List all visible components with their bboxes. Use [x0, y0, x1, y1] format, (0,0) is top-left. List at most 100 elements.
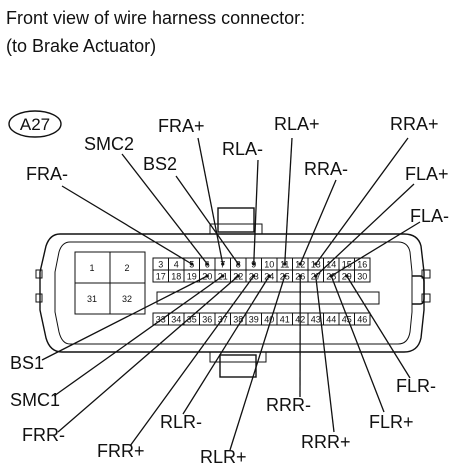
label-flr-plus: FLR+: [369, 412, 414, 432]
label-bs2: BS2: [143, 154, 177, 174]
pin-labels: SMC2FRA+RLA+RRA+FRA-BS2RLA-RRA-FLA+FLA-B…: [10, 114, 449, 467]
connector-id: A27: [20, 115, 50, 134]
leader-13-3: [315, 137, 409, 265]
pin-35: 35: [187, 315, 197, 325]
pin-44: 44: [326, 315, 336, 325]
leader-dot-23-13: [252, 274, 256, 278]
pin-3: 3: [158, 260, 163, 270]
leader-dot-20-10: [205, 274, 209, 278]
leader-9-6: [253, 159, 259, 265]
left-ear-bottom: [35, 293, 43, 303]
leader-dot-27-17: [314, 274, 318, 278]
leader-27-8: [315, 183, 415, 277]
leader-dot-28-18: [329, 274, 333, 278]
pin-32: 32: [122, 294, 132, 304]
leader-8-5: [175, 175, 239, 265]
leader-dot-7-1: [221, 262, 225, 266]
pin-cell-46: [354, 312, 371, 326]
pin-40: 40: [264, 315, 274, 325]
label-bs1: BS1: [10, 353, 44, 373]
leader-28-9: [330, 221, 421, 277]
label-rla-plus: RLA+: [274, 114, 320, 134]
inner-housing: [54, 241, 413, 345]
leader-dot-5-4: [190, 262, 194, 266]
leader-dot-22-12: [236, 274, 240, 278]
bottom-latch: [219, 354, 257, 378]
leader-28-18: [330, 275, 385, 413]
label-rrr-minus: RRR-: [266, 395, 311, 415]
leader-27-17: [315, 275, 335, 433]
leader-dot-6-0: [205, 262, 209, 266]
pin-41: 41: [280, 315, 290, 325]
pin-30: 30: [357, 272, 367, 282]
leader-dot-26-16: [298, 274, 302, 278]
outer-housing: [39, 233, 425, 353]
leader-dot-12-7: [298, 262, 302, 266]
pin-39: 39: [249, 315, 259, 325]
leader-dot-9-6: [252, 262, 256, 266]
label-rra-minus: RRA-: [304, 159, 348, 179]
leader-22-12: [57, 275, 239, 433]
leader-dot-21-11: [221, 274, 225, 278]
top-latch: [217, 207, 255, 233]
label-frr-plus: FRR+: [97, 441, 145, 461]
label-rla-minus: RLA-: [222, 139, 263, 159]
leader-dot-8-5: [236, 262, 240, 266]
leader-7-1: [197, 137, 224, 265]
leader-5-4: [61, 185, 193, 265]
leader-21-11: [53, 275, 224, 397]
right-ear-top: [421, 269, 431, 279]
pin-18: 18: [171, 272, 181, 282]
leader-12-7: [299, 179, 337, 265]
pin-15: 15: [342, 260, 352, 270]
label-fla-plus: FLA+: [405, 164, 449, 184]
label-smc1: SMC1: [10, 390, 60, 410]
center-slot: [156, 291, 380, 305]
leader-dot-29-19: [345, 274, 349, 278]
pin-16: 16: [357, 260, 367, 270]
leader-6-0: [121, 153, 208, 265]
label-rra-plus: RRA+: [390, 114, 439, 134]
pin-1: 1: [89, 263, 94, 273]
caption-line-2: (to Brake Actuator): [6, 36, 156, 56]
leader-dot-13-3: [314, 262, 318, 266]
left-ear-top: [35, 269, 43, 279]
label-smc2: SMC2: [84, 134, 134, 154]
label-rlr-minus: RLR-: [160, 412, 202, 432]
leader-20-10: [41, 275, 208, 361]
caption-line-1: Front view of wire harness connector:: [6, 8, 305, 28]
pin-45: 45: [342, 315, 352, 325]
pin-36: 36: [202, 315, 212, 325]
right-ear-bottom: [421, 293, 431, 303]
leader-dot-25-15: [283, 274, 287, 278]
pin-46: 46: [357, 315, 367, 325]
label-rrr-plus: RRR+: [301, 432, 351, 452]
pin-43: 43: [311, 315, 321, 325]
leader-29-19: [346, 275, 411, 379]
leader-lines: [41, 137, 421, 451]
leader-11-2: [284, 137, 293, 265]
pin-4: 4: [174, 260, 179, 270]
pin-2: 2: [124, 263, 129, 273]
connector-body: [35, 207, 431, 378]
leader-25-15: [229, 275, 286, 451]
label-frr-minus: FRR-: [22, 425, 65, 445]
label-flr-minus: FLR-: [396, 376, 436, 396]
pin-10: 10: [264, 260, 274, 270]
label-rlr-plus: RLR+: [200, 447, 247, 467]
label-fra-minus: FRA-: [26, 164, 68, 184]
leader-dot-11-2: [283, 262, 287, 266]
pin-34: 34: [171, 315, 181, 325]
leader-dot-24-14: [267, 274, 271, 278]
leader-23-13: [129, 275, 255, 447]
pin-31: 31: [87, 294, 97, 304]
pin-19: 19: [187, 272, 197, 282]
pin-38: 38: [233, 315, 243, 325]
pin-cell-30: [354, 269, 371, 283]
connector-id-oval: [8, 110, 62, 138]
label-fla-minus: FLA-: [410, 206, 449, 226]
pin-14: 14: [326, 260, 336, 270]
pin-17: 17: [156, 272, 166, 282]
leader-24-14: [182, 275, 270, 415]
